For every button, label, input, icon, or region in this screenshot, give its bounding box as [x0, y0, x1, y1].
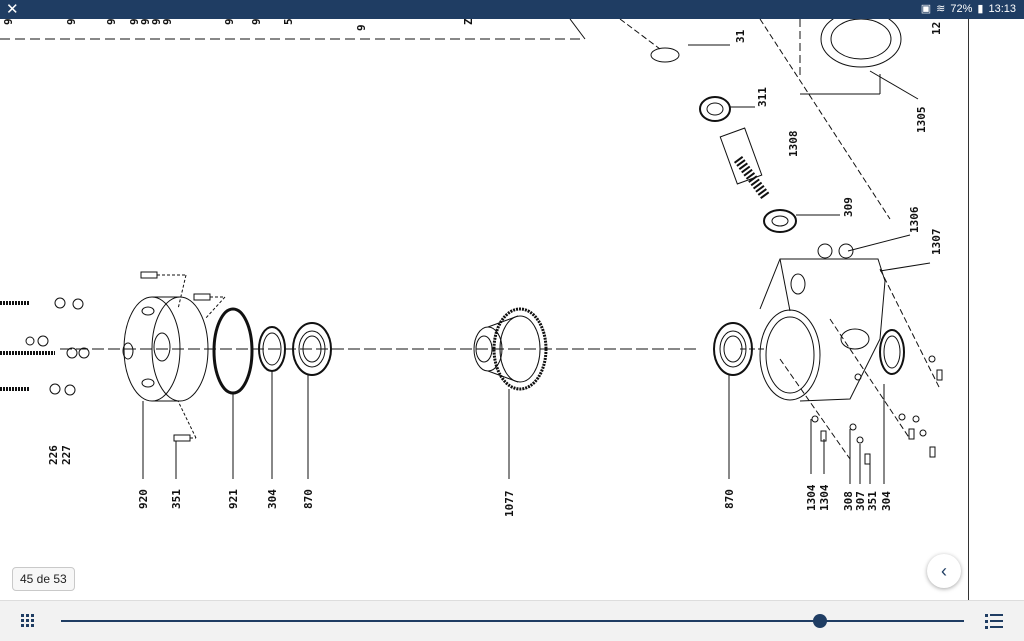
part-label-351-right: 351	[866, 491, 879, 511]
document-page[interactable]: 9 9 9 9 9 9 9 9 9 5 9 Z 31 12 311 1308 1…	[0, 19, 969, 600]
part-label-920: 920	[137, 489, 150, 509]
chevron-left-icon[interactable]: ‹	[927, 554, 961, 588]
part-label-12: 12	[930, 22, 943, 35]
grid-icon[interactable]	[21, 614, 37, 630]
part-label-870-left: 870	[302, 489, 315, 509]
wifi-icon: ≋	[936, 3, 946, 15]
top-label-4: 9	[128, 19, 141, 25]
battery-icon: ▮	[977, 3, 984, 15]
close-icon[interactable]: ✕	[6, 1, 19, 18]
part-label-1306: 1306	[908, 206, 921, 233]
part-label-921: 921	[227, 489, 240, 509]
part-label-351: 351	[170, 489, 183, 509]
part-label-870-right: 870	[723, 489, 736, 509]
slider-thumb[interactable]	[812, 614, 827, 628]
part-label-304-left: 304	[266, 489, 279, 509]
status-bar: ✕ ▣ ≋ 72% ▮ 13:13	[0, 0, 1024, 19]
exploded-parts-diagram: 9 9 9 9 9 9 9 9 9 5 9 Z 31 12 311 1308 1…	[0, 19, 943, 518]
part-label-309: 309	[842, 197, 855, 217]
page-counter: 45 de 53	[12, 567, 75, 591]
part-label-307: 307	[854, 491, 867, 511]
top-label-9: 9	[250, 19, 263, 25]
part-label-31: 31	[734, 29, 747, 43]
part-label-1305: 1305	[915, 107, 928, 134]
top-label-12: Z	[462, 19, 475, 25]
top-label-10: 5	[282, 19, 295, 25]
list-icon[interactable]	[985, 613, 1003, 629]
top-label-6: 9	[150, 19, 163, 25]
cast-icon: ▣	[920, 3, 932, 15]
part-label-1304-a: 1304	[805, 484, 818, 511]
part-label-1077: 1077	[503, 491, 516, 518]
part-label-1304-b: 1304	[818, 484, 831, 511]
top-label-7: 9	[161, 19, 174, 25]
part-label-308: 308	[842, 491, 855, 511]
part-label-1308: 1308	[787, 131, 800, 158]
top-label-11: 9	[355, 24, 368, 31]
top-label-3: 9	[105, 19, 118, 25]
battery-percent: 72%	[950, 3, 973, 15]
part-label-311: 311	[756, 87, 769, 107]
part-label-1307: 1307	[930, 229, 943, 256]
part-label-226: 226	[47, 445, 60, 465]
clock: 13:13	[988, 3, 1016, 15]
part-label-227: 227	[60, 445, 73, 465]
status-icons: ▣ ≋ 72% ▮ 13:13	[921, 2, 1016, 17]
top-label-1: 9	[2, 19, 15, 25]
bottom-toolbar	[0, 600, 1024, 641]
part-label-304-right: 304	[880, 491, 893, 511]
top-label-2: 9	[65, 19, 78, 25]
page-slider[interactable]	[61, 614, 964, 628]
top-label-5: 9	[139, 19, 152, 25]
top-label-8: 9	[223, 19, 236, 25]
